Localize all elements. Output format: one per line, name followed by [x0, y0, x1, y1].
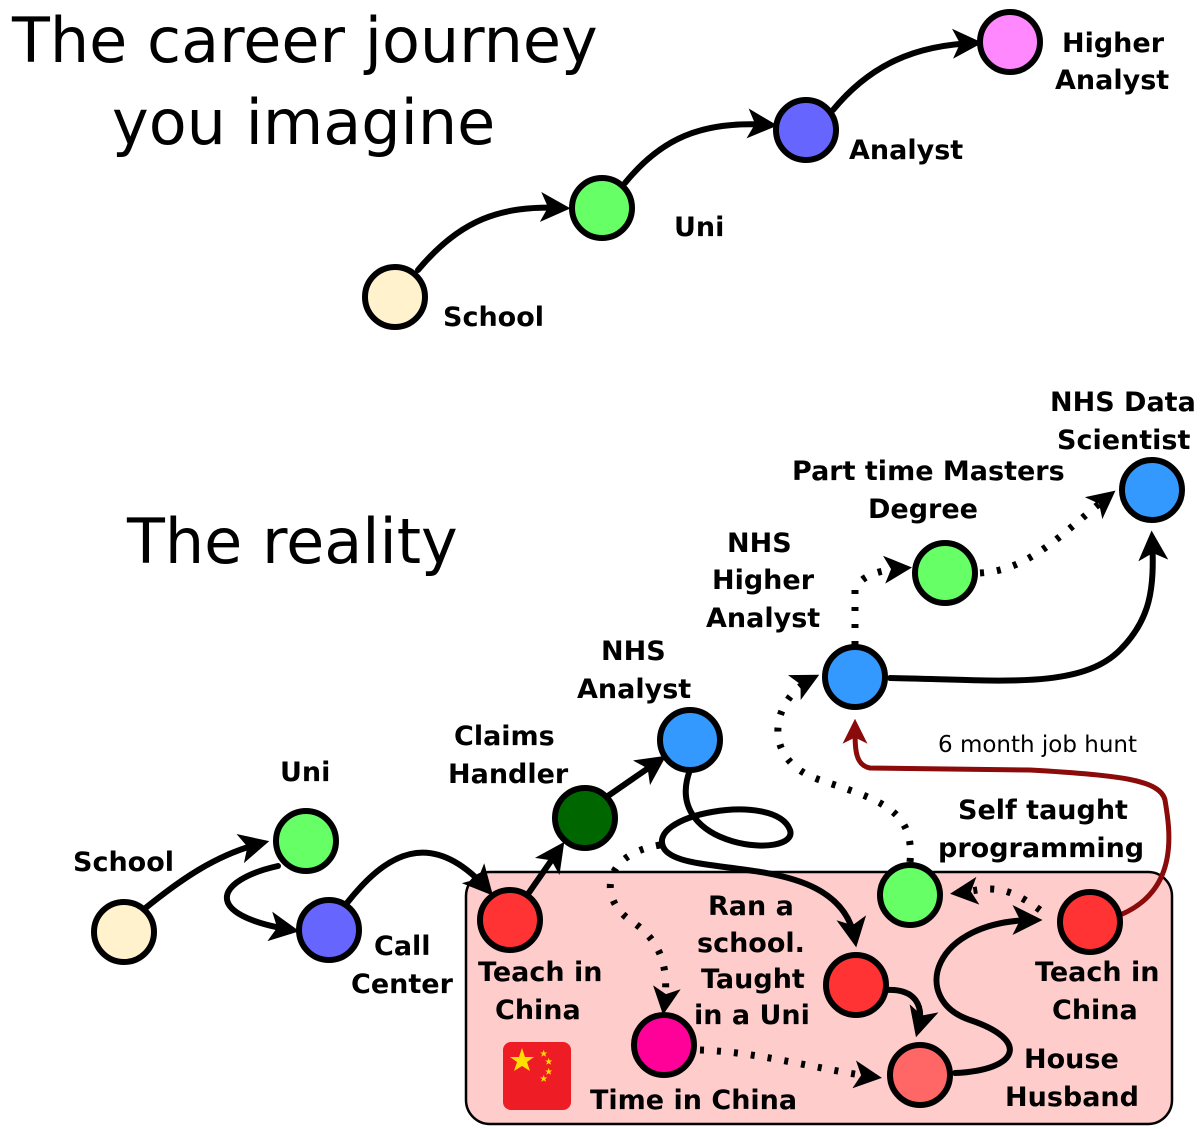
imagined-edges — [415, 28, 983, 273]
time-in-china-label: Time in China — [590, 1085, 797, 1116]
masters-label-2: Degree — [868, 494, 978, 525]
house-husband-label-1: House — [1024, 1044, 1119, 1075]
imagined-school-label: School — [443, 302, 544, 333]
self-taught-label-1: Self taught — [958, 795, 1128, 826]
teach-china-1-label-2: China — [495, 995, 581, 1026]
teach-china-2-label-1: Teach in — [1035, 957, 1159, 988]
reality-nodes — [91, 457, 1185, 1108]
ran-school-label-4: in a Uni — [694, 1000, 810, 1031]
nhs-data-scientist-node — [1119, 457, 1185, 523]
ran-school-label-1: Ran a — [708, 891, 794, 922]
china-flag-icon — [503, 1042, 571, 1110]
imagined-uni-label: Uni — [674, 212, 724, 243]
reality-school-node — [91, 899, 157, 965]
masters-node — [912, 540, 978, 606]
claims-handler-node — [552, 785, 618, 851]
self-taught-node — [877, 862, 943, 928]
job-hunt-edge — [842, 718, 1172, 918]
job-hunt-label: 6 month job hunt — [938, 732, 1137, 758]
call-center-label-2: Center — [351, 969, 454, 1000]
imagined-school-node — [362, 264, 428, 330]
nhs-higher-analyst-label-1: NHS — [727, 528, 792, 559]
nhs-higher-analyst-label-2: Higher — [712, 565, 815, 596]
imagined-higher-analyst-node — [977, 9, 1043, 75]
time-in-china-node — [631, 1012, 697, 1078]
call-center-label-1: Call — [374, 931, 431, 962]
ran-school-node — [823, 952, 889, 1018]
reality-uni-label: Uni — [280, 757, 330, 788]
call-center-node — [296, 897, 362, 963]
imagined-uni-node — [569, 175, 635, 241]
claims-handler-label-2: Handler — [448, 759, 569, 790]
teach-china-1-label-1: Teach in — [478, 957, 602, 988]
imagined-higher-analyst-label-1: Higher — [1062, 28, 1165, 59]
reality-school-label: School — [73, 847, 174, 878]
reality-edges — [140, 490, 1172, 1089]
teach-china-2-node — [1057, 889, 1123, 955]
claims-handler-label-1: Claims — [454, 721, 555, 752]
house-husband-label-2: Husband — [1005, 1082, 1139, 1113]
teach-china-2-label-2: China — [1052, 995, 1138, 1026]
ran-school-label-2: school. — [697, 928, 805, 959]
imagined-title-line2: you imagine — [112, 86, 495, 159]
masters-label-1: Part time Masters — [792, 456, 1065, 487]
imagined-analyst-node — [773, 97, 839, 163]
nhs-analyst-node — [657, 707, 723, 773]
ran-school-label-3: Taught — [701, 964, 805, 995]
nhs-data-scientist-label-2: Scientist — [1057, 425, 1190, 456]
reality-uni-node — [273, 808, 339, 874]
nhs-data-scientist-label-1: NHS Data — [1050, 387, 1196, 418]
nhs-analyst-label-2: Analyst — [577, 674, 691, 705]
nhs-analyst-label-1: NHS — [601, 636, 666, 667]
imagined-higher-analyst-label-2: Analyst — [1055, 65, 1169, 96]
teach-china-1-node — [477, 887, 543, 953]
reality-title: The reality — [126, 505, 458, 578]
self-taught-label-2: programming — [938, 833, 1144, 864]
nhs-higher-analyst-label-3: Analyst — [706, 603, 820, 634]
nhs-higher-analyst-node — [822, 644, 888, 710]
imagined-title-line1: The career journey — [11, 4, 598, 77]
house-husband-node — [887, 1042, 953, 1108]
imagined-analyst-label: Analyst — [849, 135, 963, 166]
imagined-nodes — [362, 9, 1043, 330]
